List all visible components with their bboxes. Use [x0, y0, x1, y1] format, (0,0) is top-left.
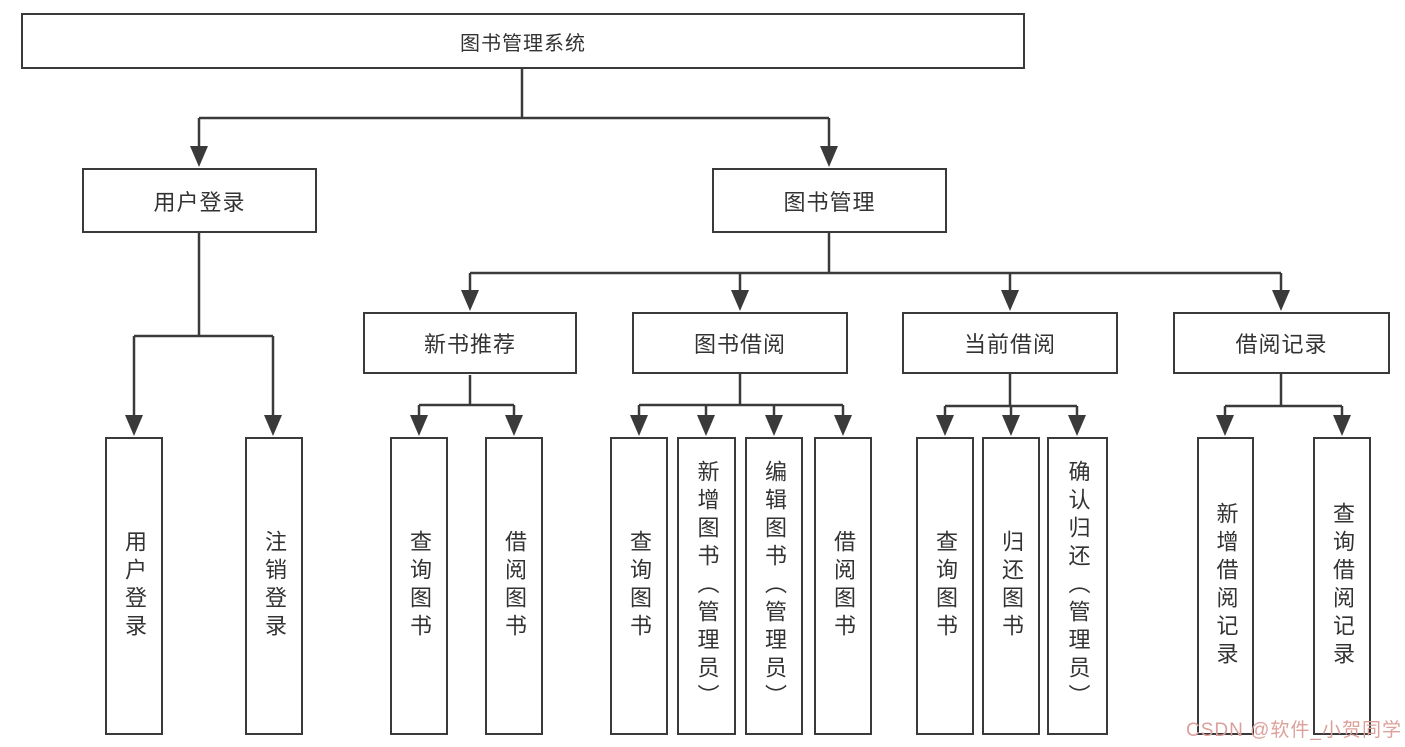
leaf-label: 查询图书 [407, 530, 432, 642]
node-current-borrow: 当前借阅 [902, 312, 1118, 374]
node-root-library-system: 图书管理系统 [21, 13, 1025, 69]
leaf-label: 归还图书 [999, 530, 1024, 642]
node-leaf-query-books-2: 查询图书 [610, 437, 668, 735]
leaf-label: 查询图书 [627, 530, 652, 642]
node-leaf-logout: 注销登录 [245, 437, 303, 735]
node-leaf-query-books-3: 查询图书 [916, 437, 974, 735]
leaf-label: 用户登录 [122, 530, 147, 642]
arrowheads [125, 146, 1351, 436]
node-book-management: 图书管理 [712, 168, 947, 233]
node-new-book-recommend: 新书推荐 [363, 312, 577, 374]
node-leaf-add-books-admin: 新增图书（管理员） [677, 437, 736, 735]
leaf-label: 借阅图书 [831, 530, 856, 642]
leaf-label: 新增借阅记录 [1213, 502, 1239, 670]
node-leaf-confirm-return-admin: 确认归还（管理员） [1047, 437, 1108, 735]
node-borrow-records: 借阅记录 [1173, 312, 1390, 374]
node-leaf-query-borrow-record: 查询借阅记录 [1313, 437, 1371, 735]
node-leaf-borrow-books-1: 借阅图书 [485, 437, 543, 735]
leaf-label: 确认归还（管理员） [1065, 460, 1091, 712]
leaf-label: 编辑图书（管理员） [762, 460, 787, 712]
csdn-watermark: CSDN @软件_小贺同学 [1186, 720, 1402, 741]
node-book-borrow: 图书借阅 [632, 312, 848, 374]
node-leaf-add-borrow-record: 新增借阅记录 [1197, 437, 1254, 735]
leaf-label: 新增图书（管理员） [694, 460, 720, 712]
leaf-label: 查询图书 [933, 530, 958, 642]
leaf-label: 注销登录 [262, 530, 287, 642]
node-leaf-user-login: 用户登录 [105, 437, 163, 735]
node-leaf-query-books-1: 查询图书 [390, 437, 448, 735]
node-leaf-return-books: 归还图书 [982, 437, 1040, 735]
node-user-login: 用户登录 [82, 168, 317, 233]
node-leaf-borrow-books-2: 借阅图书 [814, 437, 872, 735]
node-leaf-edit-books-admin: 编辑图书（管理员） [745, 437, 803, 735]
leaf-label: 查询借阅记录 [1330, 502, 1355, 670]
leaf-label: 借阅图书 [502, 530, 527, 642]
